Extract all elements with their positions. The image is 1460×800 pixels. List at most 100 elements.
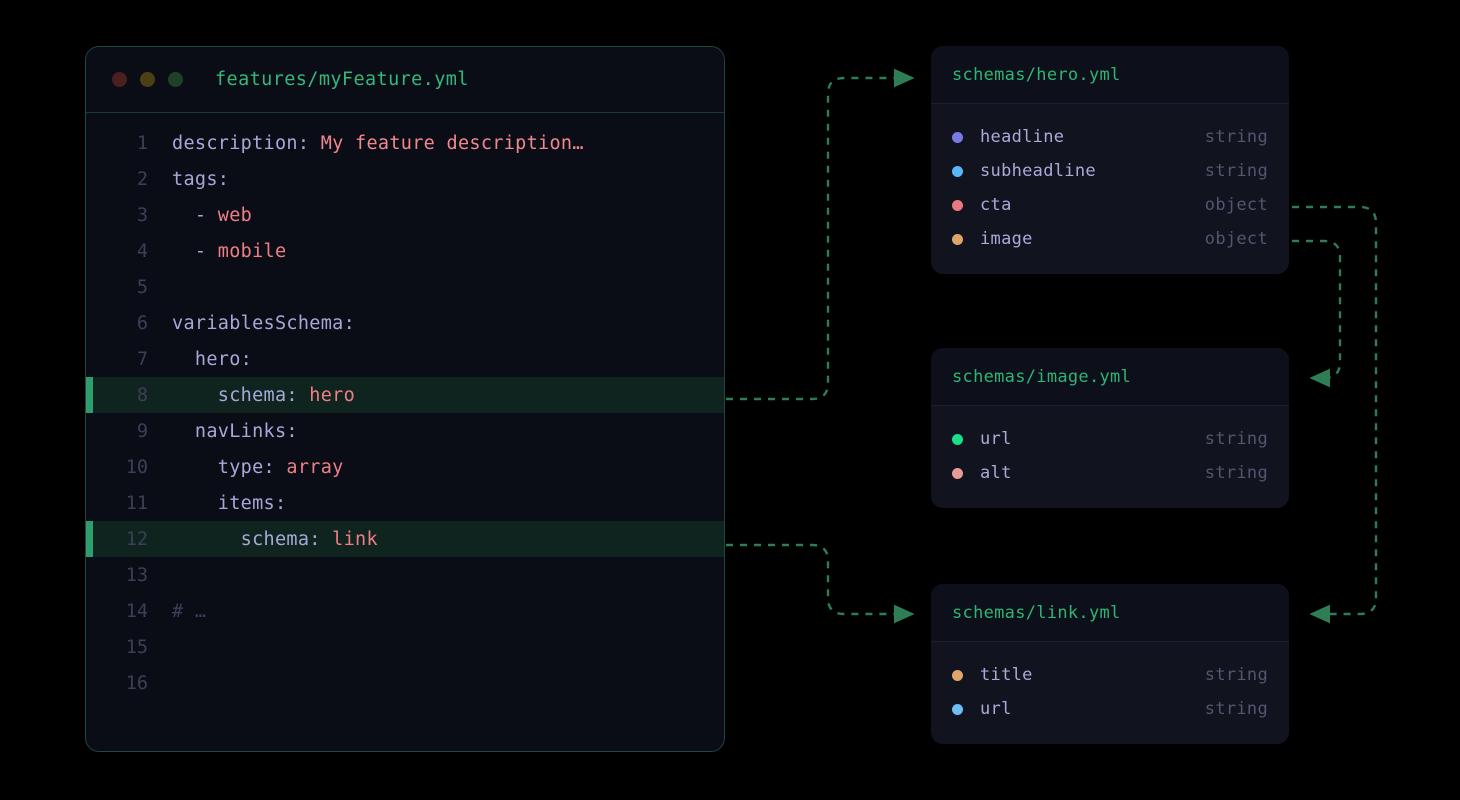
line-number: 15 — [125, 636, 148, 658]
line-number: 9 — [136, 420, 148, 442]
code-line-9[interactable]: 9 navLinks: — [86, 413, 724, 449]
code-line-5[interactable]: 5 — [86, 269, 724, 305]
line-number: 13 — [125, 564, 148, 586]
schema-panel-header: schemas/hero.yml — [931, 46, 1289, 104]
schema-panel-title: schemas/image.yml — [952, 366, 1132, 387]
schema-field-url[interactable]: url string — [952, 692, 1268, 726]
field-bullet-icon — [952, 703, 963, 715]
field-bullet-icon — [952, 669, 963, 681]
code-token: schema — [172, 384, 287, 406]
maximize-dot[interactable] — [168, 72, 183, 87]
field-name: url — [980, 429, 1012, 449]
connector-line8-to-hero — [726, 68, 915, 401]
editor-titlebar: features/myFeature.yml — [86, 47, 724, 113]
line-number: 5 — [136, 276, 148, 298]
code-token: : — [297, 132, 310, 154]
line-number: 16 — [125, 672, 148, 694]
field-bullet-icon — [952, 467, 963, 479]
schema-field-alt[interactable]: alt string — [952, 456, 1268, 490]
schema-panel-header: schemas/link.yml — [931, 584, 1289, 642]
field-name: alt — [980, 463, 1012, 483]
code-line-15[interactable]: 15 — [86, 629, 724, 665]
line-text: description: My feature description… — [172, 133, 584, 154]
code-token: mobile — [217, 240, 287, 262]
line-number: 8 — [136, 384, 148, 406]
close-dot[interactable] — [112, 72, 127, 87]
line-number: 1 — [136, 132, 148, 154]
code-token: : — [309, 528, 333, 550]
code-line-4[interactable]: 4 - mobile — [86, 233, 724, 269]
line-text: schema: hero — [172, 385, 355, 406]
minimize-dot[interactable] — [140, 72, 155, 87]
schema-panel-title: schemas/link.yml — [952, 602, 1121, 623]
field-bullet-icon — [952, 199, 963, 211]
code-token: hero — [172, 348, 241, 370]
schema-panel-hero[interactable]: schemas/hero.yml headline string subheadli… — [931, 46, 1289, 274]
code-line-3[interactable]: 3 - web — [86, 197, 724, 233]
editor-filename: features/myFeature.yml — [215, 69, 469, 90]
field-name: cta — [980, 195, 1012, 215]
schema-field-headline[interactable]: headline string — [952, 120, 1268, 154]
code-line-12[interactable]: 12 schema: link — [86, 521, 724, 557]
line-number: 12 — [125, 528, 148, 550]
field-name: url — [980, 699, 1012, 719]
line-text: variablesSchema: — [172, 313, 355, 334]
code-token: My feature description… — [309, 132, 584, 154]
schema-field-image[interactable]: image object — [952, 222, 1268, 256]
code-line-16[interactable]: 16 — [86, 665, 724, 701]
code-token: : — [274, 492, 287, 514]
code-token: schema — [172, 528, 310, 550]
field-type: string — [1204, 127, 1268, 147]
code-line-10[interactable]: 10 type: array — [86, 449, 724, 485]
code-token: description — [172, 132, 298, 154]
line-number: 7 — [136, 348, 148, 370]
field-name: headline — [980, 127, 1065, 147]
schema-panel-header: schemas/image.yml — [931, 348, 1289, 406]
line-number: 11 — [125, 492, 148, 514]
code-token: variablesSchema — [172, 312, 344, 334]
code-token: : — [240, 348, 253, 370]
code-line-13[interactable]: 13 — [86, 557, 724, 593]
window-controls[interactable] — [112, 72, 183, 87]
field-type: string — [1204, 665, 1268, 685]
code-line-8[interactable]: 8 schema: hero — [86, 377, 724, 413]
field-type: string — [1204, 699, 1268, 719]
code-token: - — [172, 240, 218, 262]
line-number: 10 — [125, 456, 148, 478]
code-token: : — [343, 312, 356, 334]
field-type: object — [1204, 229, 1268, 249]
code-line-14[interactable]: 14# … — [86, 593, 724, 629]
code-line-6[interactable]: 6 variablesSchema: — [86, 305, 724, 341]
line-number: 2 — [136, 168, 148, 190]
code-editor-window[interactable]: features/myFeature.yml 1 description: My … — [85, 46, 725, 752]
field-name: image — [980, 229, 1033, 249]
code-line-1[interactable]: 1 description: My feature description… — [86, 125, 724, 161]
code-token: navLinks — [172, 420, 287, 442]
connector-line12-to-link — [726, 543, 915, 624]
line-text: hero: — [172, 349, 252, 370]
field-bullet-icon — [952, 233, 963, 245]
code-line-7[interactable]: 7 hero: — [86, 341, 724, 377]
line-number: 6 — [136, 312, 148, 334]
line-number: 4 — [136, 240, 148, 262]
field-type: string — [1204, 463, 1268, 483]
code-token: : — [217, 168, 230, 190]
code-token: : — [286, 384, 310, 406]
field-bullet-icon — [952, 131, 963, 143]
code-token: array — [286, 456, 344, 478]
schema-field-cta[interactable]: cta object — [952, 188, 1268, 222]
connector-image-to-image — [1292, 239, 1342, 388]
field-type: object — [1204, 195, 1268, 215]
code-line-11[interactable]: 11 items: — [86, 485, 724, 521]
